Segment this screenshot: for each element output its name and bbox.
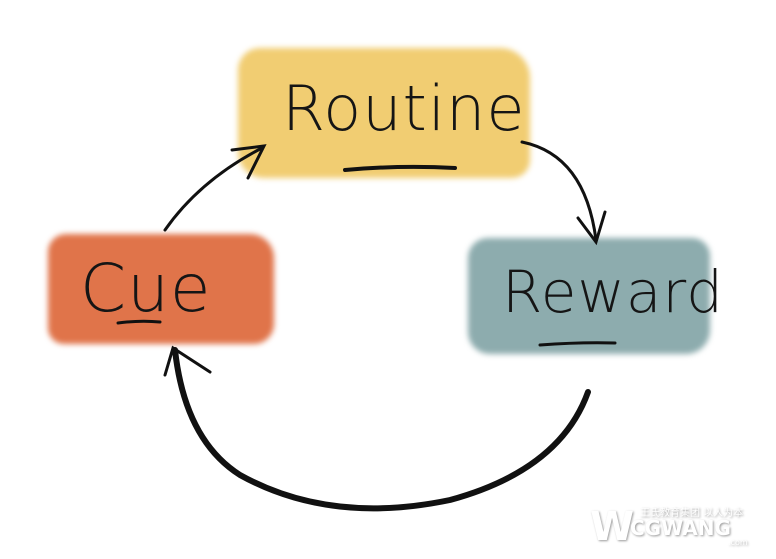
arrow-cue-to-routine [163, 146, 264, 232]
routine-background [238, 48, 530, 178]
arrow-routine-to-reward [520, 140, 598, 242]
cue-background [48, 234, 274, 344]
routine-underline [343, 164, 457, 172]
watermark-brand: CGWANG [630, 516, 731, 540]
arrow-reward-to-cue [172, 347, 591, 512]
arrowhead-cue [163, 345, 212, 377]
watermark-slogan: 王氏教育集团 以人为本 [640, 508, 744, 519]
cue-label: Cue [80, 250, 212, 327]
arrowhead-reward [576, 210, 607, 246]
reward-label: Reward [502, 258, 724, 326]
watermark-suffix: .com [728, 538, 748, 547]
cue-underline [116, 319, 162, 325]
reward-background [468, 238, 710, 354]
routine-label: Routine [282, 72, 526, 145]
watermark-logo: W 王氏教育集团 以人为本 CGWANG .com [590, 504, 748, 550]
reward-underline [538, 341, 617, 347]
arrowhead-routine [230, 144, 267, 180]
